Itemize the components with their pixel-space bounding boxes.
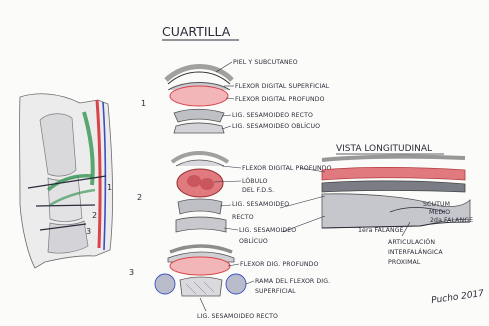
leg-sketch: 1 2 3	[20, 94, 113, 268]
cs2-label-lobe: LÓBULO	[242, 176, 268, 185]
long-label-proximal: PROXIMAL	[388, 259, 421, 266]
cs1-label-oblique: LIG. SESAMOIDEO OBLÍCUO	[232, 121, 320, 130]
cs3-label-branch: RAMA DEL FLEXOR DIG.	[255, 278, 330, 285]
cs2-label-oblique: OBLÍCUO	[239, 236, 268, 245]
cs2-label-fds: DEL F.D.S.	[242, 187, 274, 194]
signature: Pucho 2017	[431, 289, 485, 306]
cross-section-2	[172, 153, 228, 232]
deep-flexor-3	[170, 257, 230, 275]
deep-flexor-1	[170, 86, 228, 106]
section-number-2: 2	[137, 193, 142, 202]
cs2-label-lig: LIG. SESAMOIDEO	[232, 201, 289, 208]
sdf-branch-left	[155, 274, 175, 294]
cs2-label-lig2: LIG. SESAMOIDEO	[239, 227, 296, 234]
cs2-label-straight: RECTO	[232, 214, 254, 221]
leg-marker-3: 3	[86, 227, 91, 236]
long-label-scutum: SCUTUM	[423, 201, 450, 208]
long-label-joint: ARTICULACIÓN	[388, 237, 435, 246]
cs1-label-straight: LIG. SESAMOIDEO RECTO	[232, 112, 313, 119]
cross-section-3	[155, 246, 246, 296]
long-label-p1: 1era FALANGE	[358, 227, 404, 234]
cs3-label-superficial: SUPERFICIAL	[255, 288, 296, 295]
cs1-label-ddf: FLEXOR DIGITAL PROFUNDO	[235, 96, 325, 103]
leg-marker-1: 1	[107, 183, 112, 192]
sdf-branch-right	[226, 274, 246, 294]
long-label-interph: INTERFALÁNGICA	[388, 247, 443, 256]
cs1-label-sdf: FLEXOR DIGITAL SUPERFICIAL	[235, 83, 330, 90]
long-label-medio: MEDIO	[429, 209, 450, 216]
cs1-label-skin: PIEL Y SUBCUTANEO	[233, 59, 298, 66]
long-label-p2: 2da FALANGE	[430, 217, 473, 224]
section-number-1: 1	[141, 99, 146, 108]
longitudinal-title: VISTA LONGITUDINAL	[336, 144, 432, 154]
section-number-3: 3	[129, 268, 134, 277]
cross-section-1	[166, 67, 232, 134]
leg-marker-2: 2	[92, 211, 97, 220]
title: CUARTILLA	[162, 24, 231, 39]
cs3-label-ddf: FLEXOR DIG. PROFUNDO	[240, 261, 318, 268]
cs3-label-straight: LIG. SESAMOIDEO RECTO	[197, 313, 278, 320]
